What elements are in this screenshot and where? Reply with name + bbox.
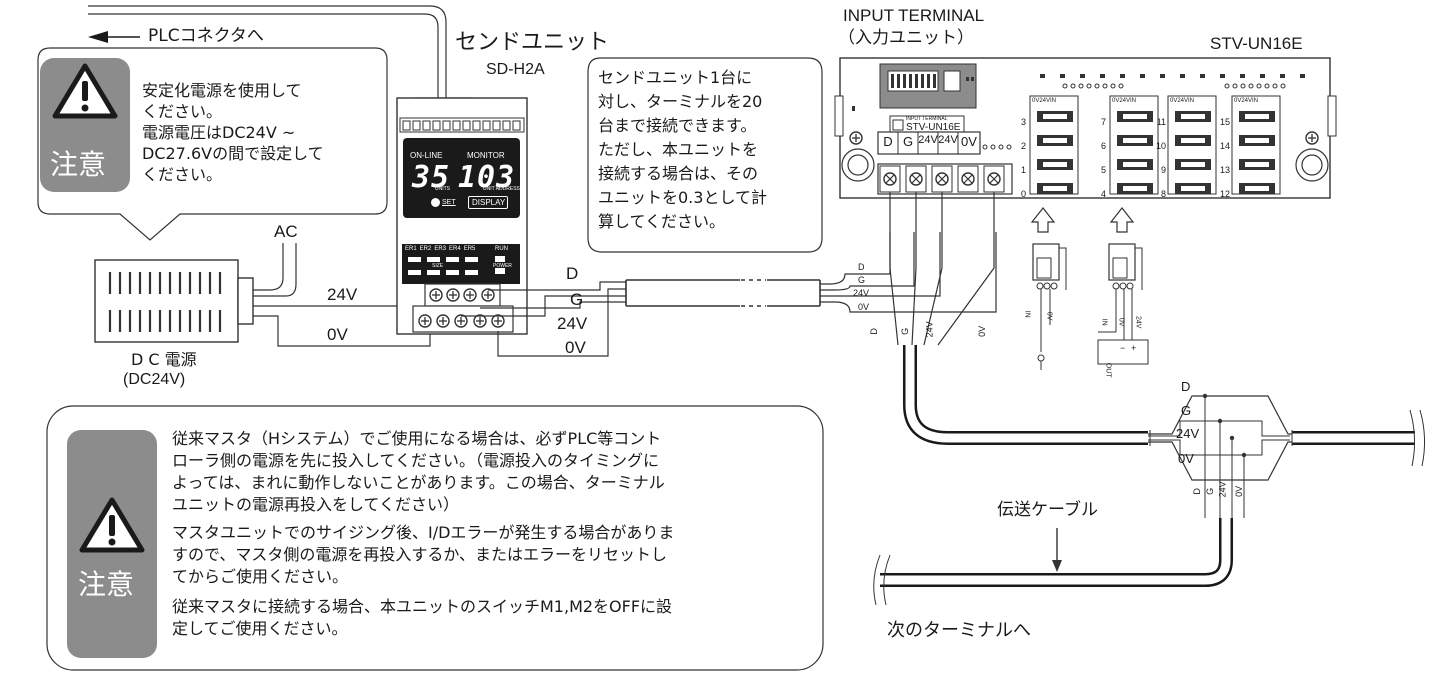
plc-cable: [88, 13, 439, 98]
monitor-label: MONITOR: [467, 151, 505, 160]
branch-label-d: D: [1181, 379, 1191, 394]
note-text: センドユニット1台に 対し、ターミナルを20 台まで接続できます。 ただし、本ユ…: [598, 68, 767, 231]
branch-label-24v: 24V: [1176, 426, 1200, 441]
dc-power-supply: [94, 243, 297, 343]
wire-0v-b-label: 0V: [565, 338, 586, 357]
plc-arrow: [88, 31, 140, 43]
units-label: UNITS: [435, 186, 450, 192]
connector-head-4: 0V24VIN: [1234, 98, 1259, 104]
plate-small-label: INPUT TERMINAL: [906, 116, 948, 122]
branch-vert-0v: 0V: [1234, 485, 1245, 497]
display-button-label: DISPLAY: [472, 198, 506, 207]
wire-d-label: D: [566, 264, 579, 283]
next-terminal-label: 次のターミナルへ: [887, 620, 1031, 641]
sensor-2: [1097, 243, 1149, 365]
wire-g-label: G: [570, 290, 584, 309]
bus-label-g: G: [858, 275, 866, 285]
branch-label-g: G: [1181, 403, 1192, 418]
send-unit-model: SD-H2A: [486, 61, 545, 78]
sensor-1: [1032, 243, 1067, 370]
run-label: RUN: [495, 246, 508, 252]
sensor2-plus: +: [1131, 343, 1137, 353]
up-arrow: [1030, 207, 1056, 233]
size-label: SIZE: [432, 263, 444, 269]
branch-vert-g: G: [1205, 487, 1216, 495]
bus-label-d: D: [858, 262, 865, 272]
sensor1-in: IN: [1023, 310, 1031, 318]
online-label: ON-LINE: [410, 151, 443, 160]
connector-head-1: 0V24VIN: [1032, 98, 1057, 104]
connector-head-2: 0V24VIN: [1112, 98, 1137, 104]
branch-vert-d: D: [1191, 488, 1202, 495]
terminal-model: STV-UN16E: [1210, 34, 1303, 53]
wire-0v-label: 0V: [327, 325, 348, 344]
connector-head-3: 0V24VIN: [1170, 98, 1195, 104]
display-digits-right: 103: [458, 160, 516, 195]
up-arrow: [1109, 207, 1135, 233]
branch-vert-24v: 24V: [1217, 481, 1228, 498]
bus-vert-24v: 24V: [924, 321, 935, 338]
caution-panel-2: [67, 430, 157, 658]
terminal-title: INPUT TERMINAL: [843, 6, 985, 25]
power-label: POWER: [493, 263, 512, 269]
sensor2-minus: −: [1120, 343, 1126, 353]
cable-label: 伝送ケーブル: [997, 500, 1098, 520]
dc-power-label: D C 電源: [131, 350, 197, 369]
plate-model-label: STV-UN16E: [906, 122, 961, 133]
set-button[interactable]: [431, 198, 440, 207]
branch-label-0v: 0V: [1178, 451, 1194, 466]
sensor2-out: OUT: [1104, 362, 1112, 378]
bus-vert-d: D: [868, 328, 879, 335]
thick-cable: [873, 345, 1426, 606]
input-terminal-unit: [834, 57, 1337, 199]
set-label: SET: [442, 199, 456, 206]
caution-1-text: 安定化電源を使用して ください。 電源電圧はDC24V ~ DC27.6Vの間で…: [142, 81, 324, 184]
display-button[interactable]: [468, 196, 508, 209]
bus-label-0v: 0V: [858, 302, 870, 312]
sensor1-0v: 0V: [1045, 311, 1053, 321]
bus-vert-0v: 0V: [977, 325, 988, 337]
bus-label-24v: 24V: [853, 288, 870, 298]
caution-1-word: 注意: [50, 148, 107, 181]
wire-24v-label: 24V: [327, 285, 358, 304]
bus-vert-g: G: [900, 327, 911, 335]
send-unit: [396, 97, 528, 335]
caution-2-text: 従来マスタ（Hシステム）でご使用になる場合は、必ずPLC等コント ローラ側の電源…: [172, 429, 675, 638]
sensor2-0v: 0V: [1117, 317, 1125, 327]
terminal-block-labels: D G 24V 24V 0V: [883, 134, 977, 149]
terminal-subtitle: （入力ユニット）: [838, 28, 974, 48]
send-unit-title: センドユニット: [455, 30, 610, 55]
caution-2-word: 注意: [78, 568, 135, 601]
unit-address-label: UNIT ADDRESS: [483, 186, 520, 192]
wire-24v-b-label: 24V: [557, 314, 588, 333]
caution-box-2: [46, 405, 824, 671]
sensor2-in: IN: [1100, 318, 1108, 326]
transmission-cable-segment: [625, 232, 997, 313]
dc-power-voltage: (DC24V): [123, 371, 186, 388]
spacer: [172, 588, 674, 596]
plc-arrow-label: PLCコネクタへ: [148, 26, 264, 46]
note-bubble: [587, 57, 823, 253]
sensor2-24v: 24V: [1134, 315, 1142, 329]
display-digits-left: 35: [412, 160, 451, 195]
ac-label: AC: [274, 222, 298, 241]
